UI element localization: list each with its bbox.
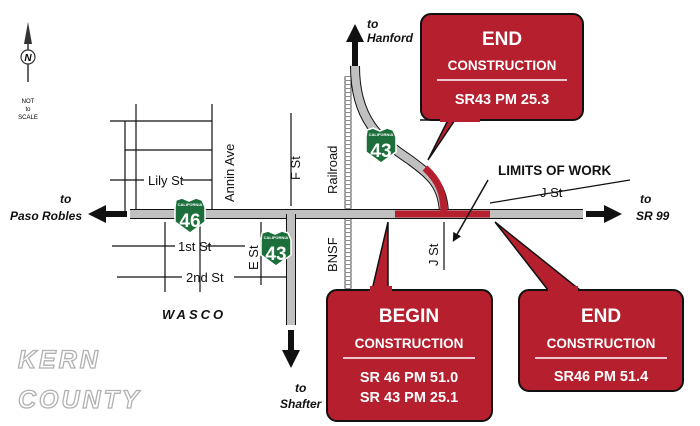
callout-box [518,289,684,392]
shield-sr43-north: CALIFORNIA 43 [365,127,397,164]
dest-west-name: Paso Robles [10,209,82,223]
west-arrowhead-icon [88,205,106,223]
callout-title: END [482,29,522,50]
town-label: WASCO [162,307,226,322]
callout-end-east: END CONSTRUCTION SR46 PM 51.4 [494,221,684,392]
north-letter: N [24,53,32,64]
second-st-label: 2nd St [186,270,224,285]
limits-of-work-pointer [452,179,489,242]
callout-end-north: END CONSTRUCTION SR43 PM 25.3 [420,13,584,161]
shield-sr46: CALIFORNIA 46 [174,197,206,234]
annin-ave-label: Annin Ave [222,144,237,202]
callout-postmile: SR43 PM 25.3 [455,92,549,108]
j-st-horizontal-label: J St [540,185,563,200]
callout-subtitle: CONSTRUCTION [448,58,557,73]
callout-box [420,13,584,121]
construction-sr43 [422,165,448,215]
lily-st-label: Lily St [148,173,184,188]
limits-of-work-label: LIMITS OF WORK [498,163,611,178]
shield-route-number: 46 [179,211,200,232]
callout-postmile-2: SR 43 PM 25.1 [360,390,458,406]
arrow-north-shaft [352,40,358,66]
east-arrowhead-icon [604,205,622,223]
j-street-north [489,179,631,204]
dest-west-to: to [60,192,71,206]
north-arrow: N NOT to SCALE [18,22,38,121]
e-st-label: E St [246,245,261,270]
callout-pointer [420,119,457,161]
local-streets [110,104,631,292]
dest-north-to: to [367,17,378,31]
callout-title: END [581,306,621,327]
north-arrow-icon [24,22,32,44]
arrow-south-shaft [288,330,294,352]
county-label-line2: COUNTY [18,386,142,414]
callout-subtitle: CONSTRUCTION [355,336,464,351]
callout-postmile-1: SR 46 PM 51.0 [360,370,458,386]
callout-pointer [494,221,583,291]
scale-note-2: to [25,107,31,113]
dest-south-to: to [295,381,306,395]
callout-pointer [371,221,389,291]
railroad [344,76,352,290]
north-arrowhead-icon [346,24,364,42]
callout-begin: BEGIN CONSTRUCTION SR 46 PM 51.0 SR 43 P… [326,221,493,422]
scale-note-1: NOT [22,99,35,105]
dest-north-name: Hanford [367,31,414,45]
arrow-west-shaft [105,211,127,217]
callout-title: BEGIN [379,306,439,327]
f-st-label: F St [288,156,303,180]
shield-state-label: CALIFORNIA [264,235,289,240]
shield-sr43-south: CALIFORNIA 43 [260,230,292,267]
dest-east-to: to [640,192,651,206]
shield-route-number: 43 [265,244,286,265]
shield-state-label: CALIFORNIA [369,132,394,137]
callout-box [326,289,493,422]
callout-subtitle: CONSTRUCTION [547,336,656,351]
shield-route-number: 43 [370,141,391,162]
scale-note-3: SCALE [18,115,38,121]
dest-east-name: SR 99 [636,209,670,223]
first-st-label: 1st St [178,239,212,254]
bnsf-label: BNSF [325,237,340,272]
south-arrowhead-icon [282,350,300,368]
j-st-vertical-label: J St [426,243,441,266]
callout-postmile: SR46 PM 51.4 [554,369,648,385]
direction-arrows [88,24,622,368]
railroad-label: Railroad [325,146,340,194]
arrow-east-shaft [586,211,606,217]
county-label-line1: KERN [18,346,101,374]
dest-south-name: Shafter [280,397,323,411]
shield-state-label: CALIFORNIA [178,202,203,207]
